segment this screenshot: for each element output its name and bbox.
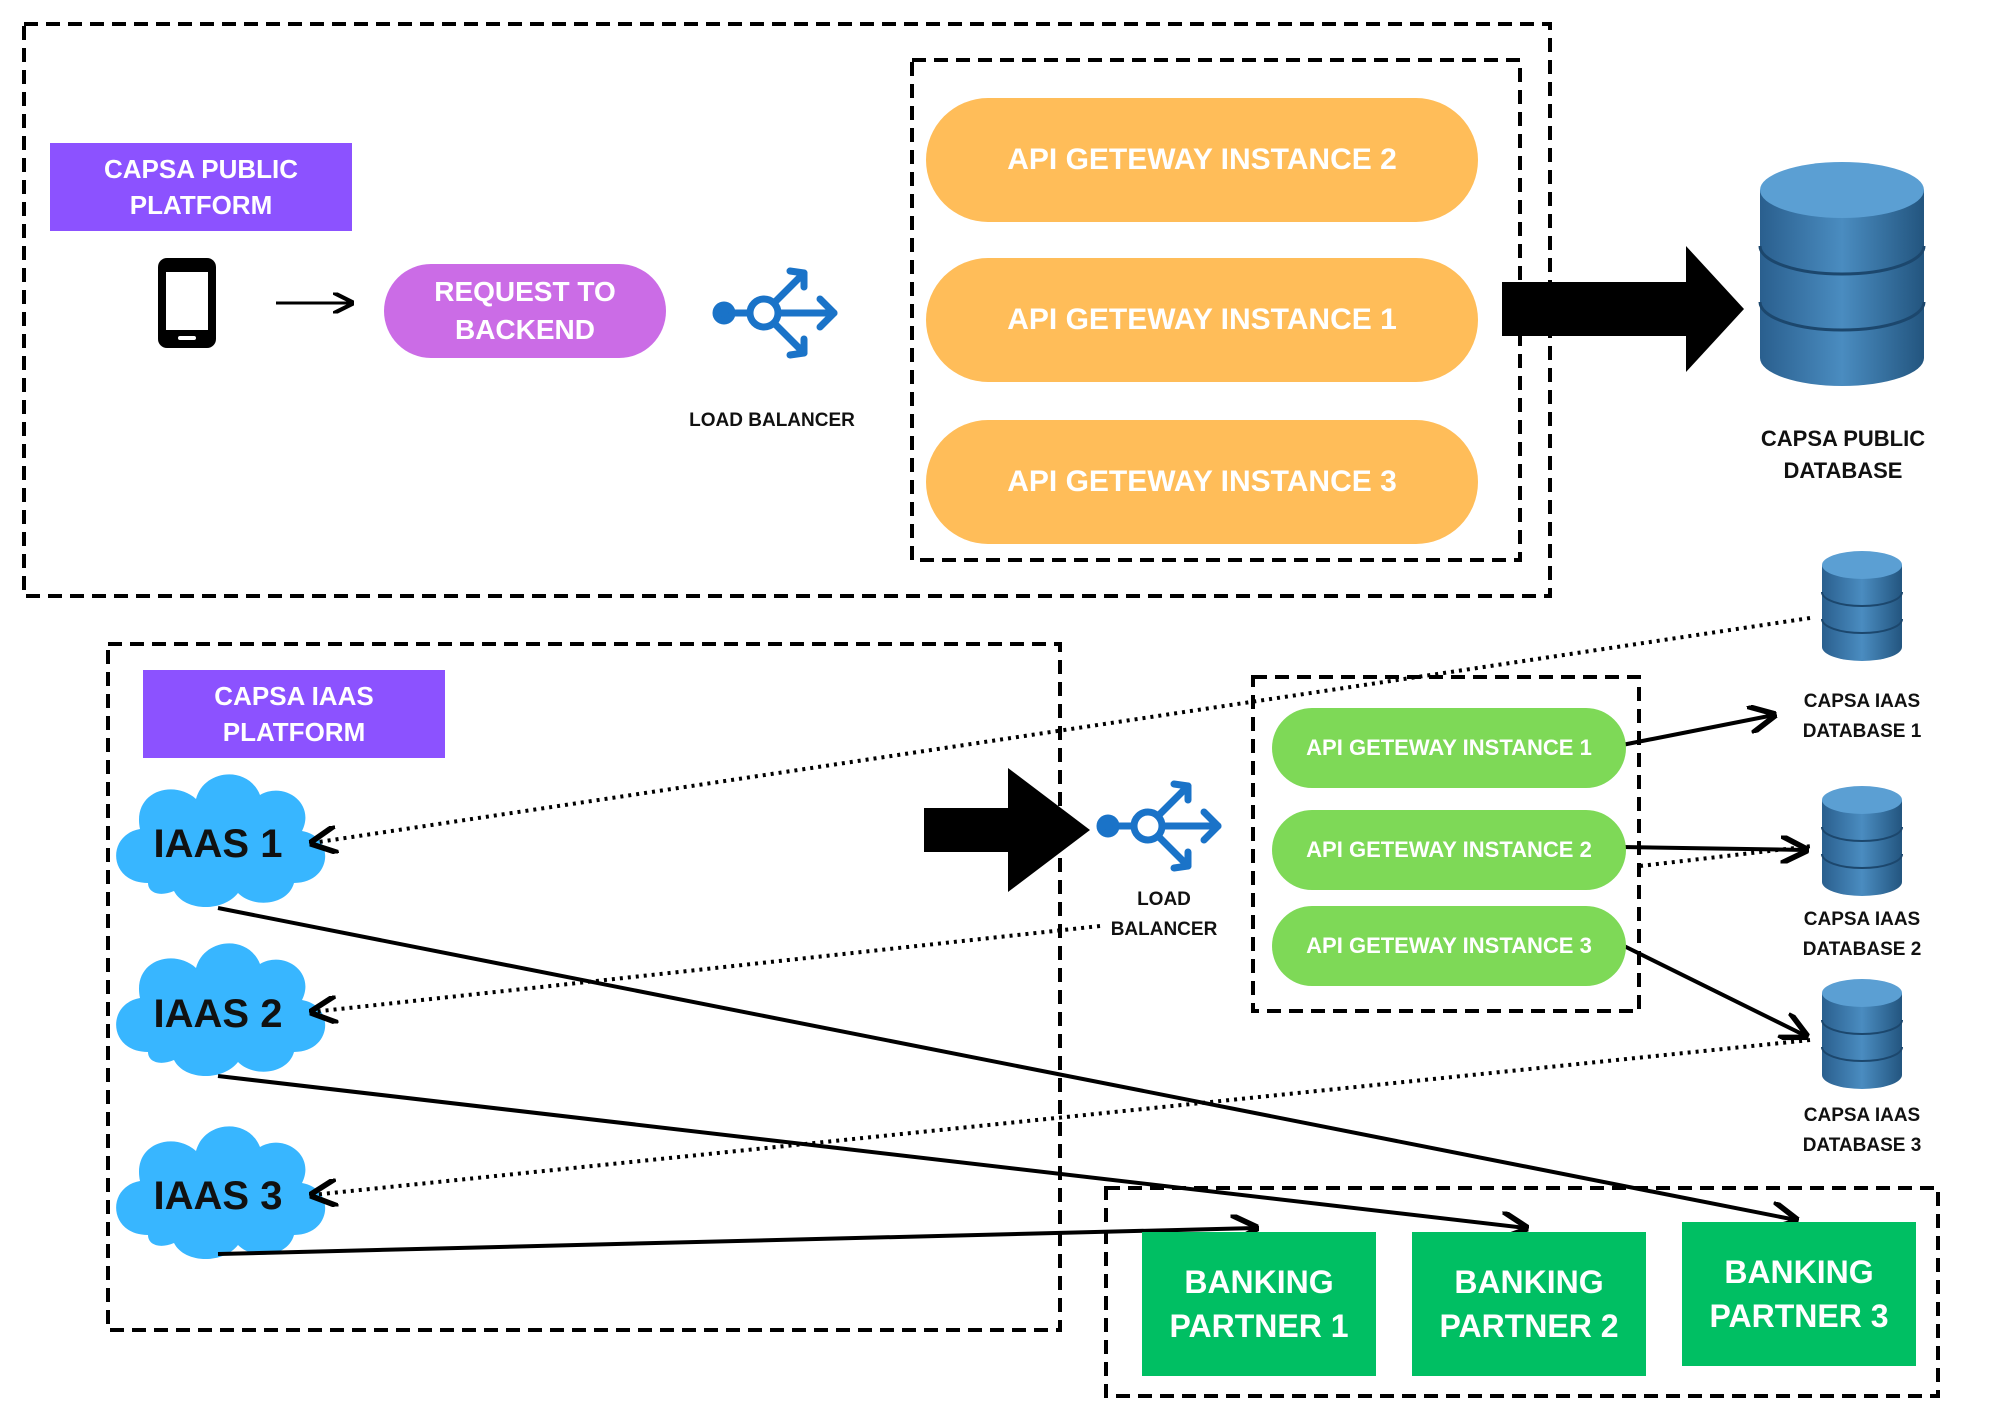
public-platform-title: CAPSA PUBLIC PLATFORM xyxy=(50,143,352,231)
public-gateway-instance-3: API GETEWAY INSTANCE 3 xyxy=(926,420,1478,544)
iaas-to-loadbalancer-arrow xyxy=(924,768,1090,892)
db2-to-iaas2-dotted xyxy=(312,924,1101,1012)
public-database-label: CAPSA PUBLIC DATABASE xyxy=(1760,426,1926,483)
iaas-gateway-instance-3: API GETEWAY INSTANCE 3 xyxy=(1272,906,1626,986)
load-balancer-icon xyxy=(1096,780,1222,872)
banking-partner-1: BANKING PARTNER 1 xyxy=(1142,1232,1376,1376)
public-gateway-instance-2: API GETEWAY INSTANCE 2 xyxy=(926,98,1478,222)
banking-partner-2: BANKING PARTNER 2 xyxy=(1412,1232,1646,1376)
gw3-to-db3-arrow xyxy=(1621,943,1806,1036)
request-to-backend-node: REQUEST TO BACKEND xyxy=(384,264,666,358)
iaas-2-label: IAAS 2 xyxy=(153,991,283,1036)
iaas-3-label: IAAS 3 xyxy=(153,1173,283,1218)
iaas-1-label: IAAS 1 xyxy=(153,821,283,866)
gateway-to-database-arrow xyxy=(1502,246,1744,372)
iaas2-to-partner2-arrow xyxy=(217,1074,1526,1228)
database-cylinder-icon xyxy=(1821,786,1903,896)
iaas1-to-partner3-arrow xyxy=(217,906,1796,1220)
database-cylinder-icon xyxy=(1821,551,1903,661)
gw2-to-db2-arrow xyxy=(1621,847,1806,850)
iaas3-to-partner1-arrow xyxy=(217,1228,1256,1256)
iaas-database-1-label: CAPSA IAAS DATABASE 1 xyxy=(1802,691,1922,742)
iaas-database-3-label: CAPSA IAAS DATABASE 3 xyxy=(1802,1105,1922,1156)
load-balancer-icon xyxy=(712,267,838,359)
iaas-gateway-container xyxy=(1251,675,1641,1013)
db3-to-iaas3-dotted xyxy=(312,1038,1811,1195)
iaas-platform-container xyxy=(106,642,1062,1332)
iaas-platform-title: CAPSA IAAS PLATFORM xyxy=(143,670,445,758)
smartphone-icon xyxy=(158,258,216,348)
banking-container xyxy=(1104,1186,1940,1398)
load-balancer-label: LOAD BALANCER xyxy=(689,410,855,431)
database-cylinder-icon xyxy=(1758,162,1926,386)
iaas-database-2-label: CAPSA IAAS DATABASE 2 xyxy=(1802,909,1922,960)
iaas-gateway-instance-2: API GETEWAY INSTANCE 2 xyxy=(1272,810,1626,890)
load-balancer-label: LOAD BALANCER xyxy=(1110,889,1218,940)
database-cylinder-icon xyxy=(1821,979,1903,1089)
public-gateway-instance-1: API GETEWAY INSTANCE 1 xyxy=(926,258,1478,382)
gw1-to-db1-arrow xyxy=(1621,715,1774,747)
iaas-gateway-instance-1: API GETEWAY INSTANCE 1 xyxy=(1272,708,1626,788)
banking-partner-3: BANKING PARTNER 3 xyxy=(1682,1222,1916,1366)
